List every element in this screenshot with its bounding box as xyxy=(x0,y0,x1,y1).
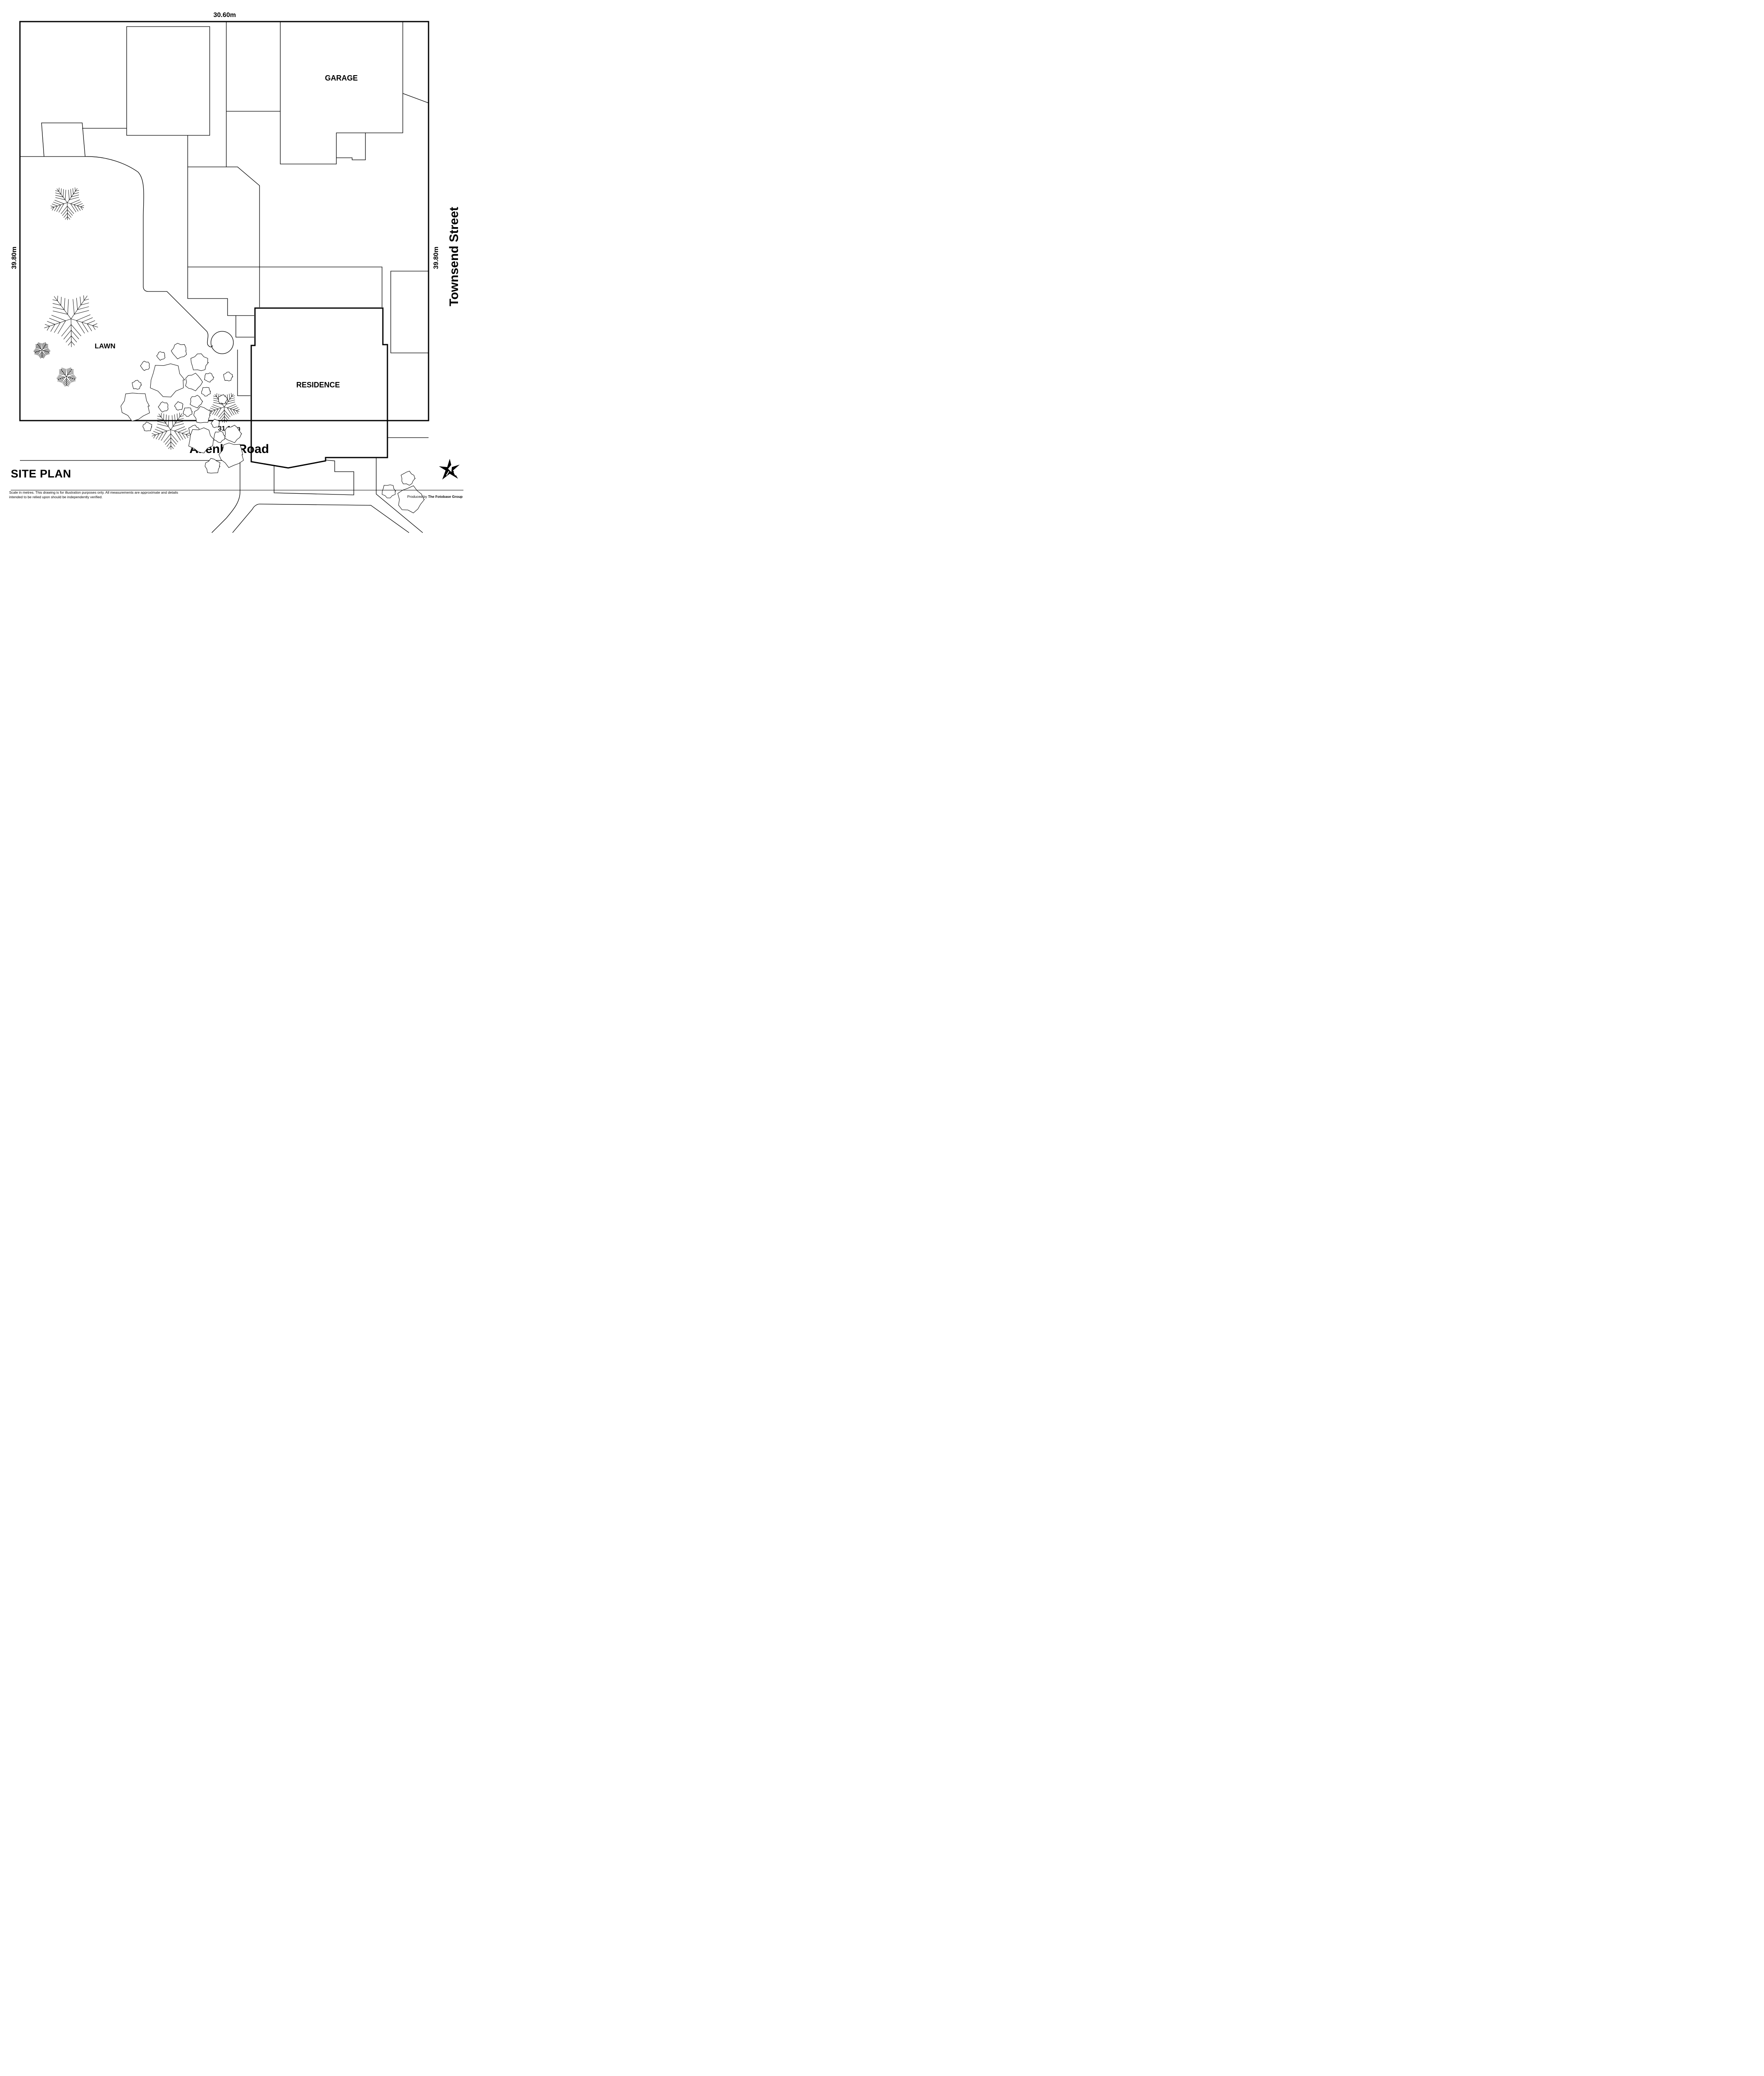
garage-label: GARAGE xyxy=(325,74,358,82)
structure-outlines xyxy=(20,22,429,533)
shrub-symbols xyxy=(120,343,425,514)
tree-symbol-icon xyxy=(56,367,76,387)
driveway-outline xyxy=(211,460,240,533)
shrub-symbol-icon xyxy=(158,401,169,413)
lawn-path-line xyxy=(20,156,213,348)
shrub-symbol-icon xyxy=(204,372,215,382)
small-shed-outline xyxy=(41,122,86,157)
producer-prefix: Produced by xyxy=(407,495,427,499)
residence-outline xyxy=(250,307,388,469)
producer-credit: Produced by The Fotobase Group xyxy=(407,495,463,499)
round-feature xyxy=(211,331,234,354)
tree-symbol-icon xyxy=(152,412,190,450)
residence-label: RESIDENCE xyxy=(296,381,340,389)
street-name-east: Townsend Street xyxy=(447,207,461,306)
property-boundary xyxy=(19,21,429,421)
shrub-symbol-icon xyxy=(132,380,142,390)
shrub-symbol-icon xyxy=(174,401,184,411)
shrub-symbol-icon xyxy=(193,406,211,423)
shrub-symbol-icon xyxy=(183,407,193,417)
garage-outline xyxy=(280,22,403,164)
shrub-symbol-icon xyxy=(218,443,244,468)
tree-symbol-icon xyxy=(33,342,51,359)
shrub-symbol-icon xyxy=(120,393,150,421)
lawn-label: LAWN xyxy=(95,342,115,350)
dimension-right: 39.80m xyxy=(433,247,440,269)
site-plan-drawing: 30.60m 31.10m 39.80m 39.80m Allenby Road… xyxy=(11,12,461,533)
tree-symbols xyxy=(33,187,240,450)
shrub-symbol-icon xyxy=(140,361,150,371)
north-arrow-compass-icon xyxy=(439,459,460,480)
page-title: SITE PLAN xyxy=(11,468,71,480)
tree-symbol-icon xyxy=(44,295,98,348)
shrub-symbol-icon xyxy=(401,471,416,486)
shrub-symbol-icon xyxy=(223,372,233,382)
tree-symbol-icon xyxy=(50,187,84,220)
shrub-symbol-icon xyxy=(190,353,209,371)
shrub-symbol-icon xyxy=(397,485,425,514)
dimension-top: 30.60m xyxy=(213,12,236,19)
producer-name: The Fotobase Group xyxy=(428,495,463,499)
shrub-symbol-icon xyxy=(156,351,166,361)
shrub-symbol-icon xyxy=(224,425,243,443)
shrub-symbol-icon xyxy=(190,395,203,409)
disclaimer-text: Scale in metres. This drawing is for ill… xyxy=(9,490,178,499)
shrub-symbol-icon xyxy=(150,363,185,397)
shrub-symbol-icon xyxy=(201,387,211,397)
shrub-symbol-icon xyxy=(211,419,220,428)
shrub-symbol-icon xyxy=(213,431,226,443)
shrub-symbol-icon xyxy=(171,343,187,360)
shrub-symbol-icon xyxy=(142,421,152,431)
shrub-symbol-icon xyxy=(188,427,215,453)
shrub-symbol-icon xyxy=(205,458,220,474)
dimension-left: 39.80m xyxy=(11,247,18,269)
shrub-symbol-icon xyxy=(382,485,397,498)
shrub-symbol-icon xyxy=(185,373,203,392)
shrub-symbol-icon xyxy=(218,394,228,404)
shed-outline xyxy=(126,26,210,136)
